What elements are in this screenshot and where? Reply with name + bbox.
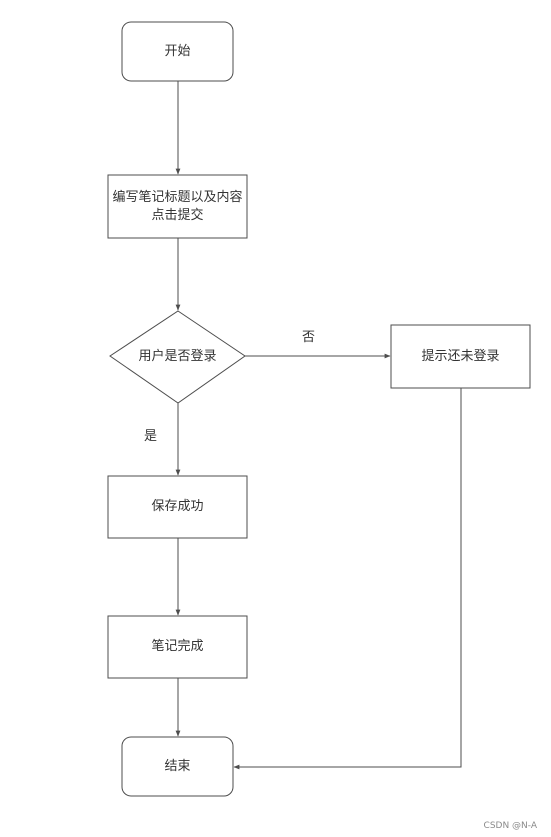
- write-node-label: 编写笔记标题以及内容 点击提交: [112, 189, 243, 223]
- done-node-label: 笔记完成: [151, 639, 204, 654]
- save-node-shape: [107, 475, 248, 539]
- end-node-shape: [121, 736, 234, 797]
- save-node-label: 保存成功: [151, 499, 204, 514]
- edge-not-logged-to-end: [233, 388, 462, 770]
- start-node-label: 开始: [164, 43, 191, 59]
- not-logged-node-label: 提示还未登录: [421, 348, 500, 364]
- edge-label-no: 否: [302, 330, 316, 345]
- done-node-shape: [107, 615, 248, 679]
- decision-node-label: 用户是否登录: [138, 349, 217, 364]
- end-node-label: 结束: [164, 758, 191, 774]
- edge-label-yes: 是: [144, 429, 158, 444]
- write-node-shape: [107, 174, 248, 239]
- watermark-text: CSDN @N-A: [483, 821, 537, 831]
